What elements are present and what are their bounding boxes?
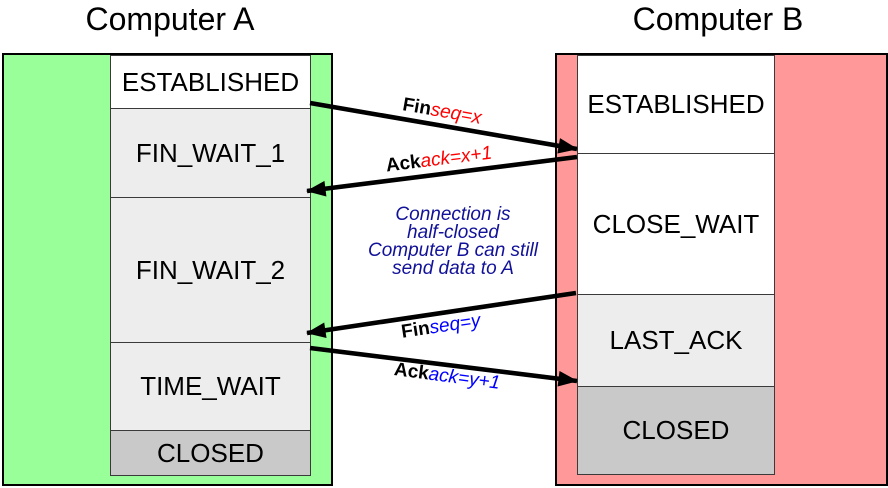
message-name: Ack	[392, 359, 431, 385]
state-box-a-fin-wait-2: FIN_WAIT_2	[110, 197, 311, 343]
state-box-b-last-ack: LAST_ACK	[577, 294, 775, 387]
message-name: Fin	[401, 94, 433, 120]
message-name: Ack	[384, 151, 422, 177]
state-box-a-established: ESTABLISHED	[110, 55, 311, 109]
state-label: FIN_WAIT_2	[135, 254, 286, 285]
note-line: send data to A	[392, 258, 514, 279]
state-box-b-established: ESTABLISHED	[577, 55, 775, 154]
state-box-a-closed: CLOSED	[110, 430, 311, 476]
message-label-fin-seq-x: Finseq=x	[401, 94, 483, 130]
state-label: CLOSED	[622, 415, 730, 445]
half-closed-note: Connection is half-closed Computer B can…	[367, 204, 539, 279]
message-param: seq=y	[428, 310, 482, 339]
computer-a-title: Computer A	[85, 1, 255, 37]
message-param: seq=x	[429, 99, 484, 129]
note-line: Connection is	[395, 204, 511, 225]
state-label: FIN_WAIT_1	[135, 137, 286, 168]
state-box-a-fin-wait-1: FIN_WAIT_1	[110, 108, 311, 198]
state-label: CLOSED	[157, 437, 264, 468]
state-label: TIME_WAIT	[140, 371, 281, 401]
computer-b-title: Computer B	[632, 1, 804, 37]
state-label: CLOSE_WAIT	[592, 208, 760, 239]
state-box-a-time-wait: TIME_WAIT	[110, 342, 311, 431]
note-line: half-closed	[407, 222, 499, 243]
message-label-ack-y: Ackack=y+1	[393, 359, 502, 395]
note-line: Computer B can still	[367, 240, 539, 261]
state-label: LAST_ACK	[609, 325, 743, 355]
state-label: ESTABLISHED	[587, 89, 765, 119]
state-label: ESTABLISHED	[121, 66, 300, 97]
state-box-b-closed: CLOSED	[577, 386, 775, 475]
message-param: ack=y+1	[427, 363, 502, 394]
message-label-ack-x: Ackack=x+1	[385, 143, 494, 178]
message-param: ack=x+1	[419, 142, 494, 173]
state-box-b-close-wait: CLOSE_WAIT	[577, 153, 775, 295]
message-name: Fin	[399, 317, 432, 343]
message-label-fin-seq-y: Finseq=y	[400, 310, 482, 344]
